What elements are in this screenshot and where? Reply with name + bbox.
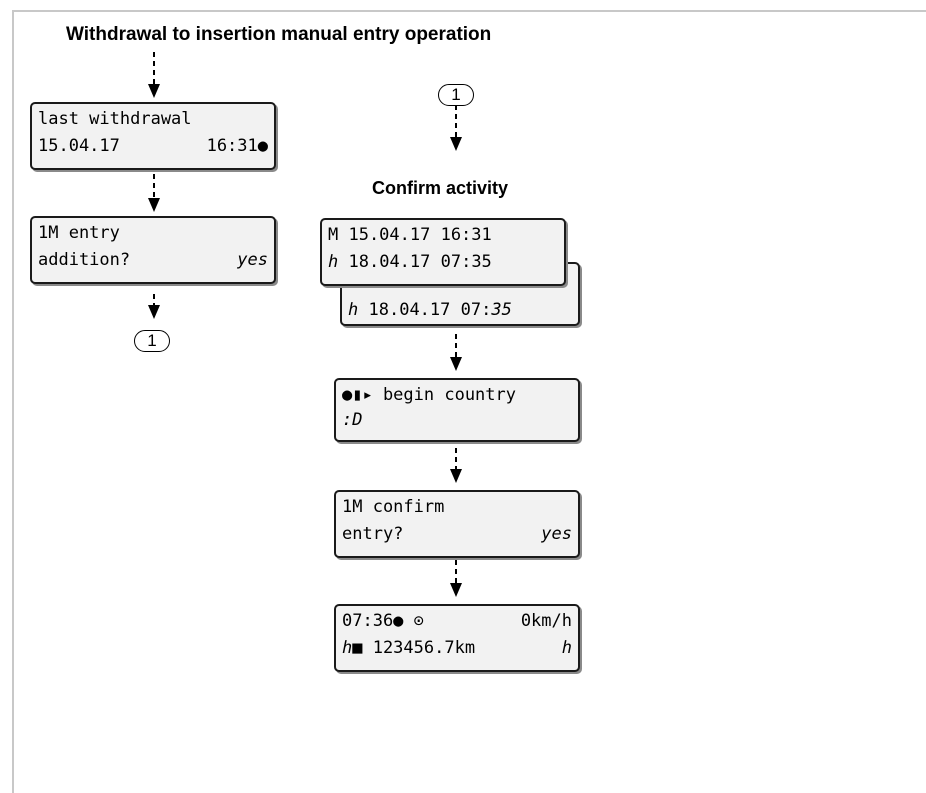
- confirm-activity-title: Confirm activity: [372, 178, 509, 198]
- display-line-1: last withdrawal: [38, 109, 192, 129]
- arrowhead-5: [450, 357, 462, 371]
- withdrawal-time: 16:31●: [206, 136, 268, 156]
- display-standard: 07:36● ⊙ 0km/h ℎ■ 123456.7km ℎ: [334, 604, 580, 672]
- yes-option: yes: [541, 524, 572, 544]
- arrowhead-3: [148, 305, 160, 319]
- arrowhead-2: [148, 198, 160, 212]
- display-begin-country: ●▮▸ begin country :D: [334, 378, 580, 442]
- addition-question: addition?: [38, 250, 131, 270]
- diagram-title: Withdrawal to insertion manual entry ope…: [66, 24, 492, 45]
- arrowhead-4: [450, 137, 462, 151]
- rest-icon: ℎ: [328, 252, 339, 272]
- connector-1-bottom: 1: [134, 330, 170, 352]
- time-and-ferry-status: 07:36● ⊙: [342, 611, 424, 631]
- display-line-1: 1M confirm: [342, 497, 445, 517]
- end-datetime: 18.04.17 07:35: [348, 252, 492, 272]
- confirm-question: entry?: [342, 524, 404, 544]
- frame-left-border: [12, 10, 14, 793]
- arrowhead-7: [450, 583, 462, 597]
- end-datetime: 18.04.17 07:: [368, 300, 492, 320]
- odometer-readout: ℎ■ 123456.7km: [342, 638, 476, 658]
- display-line-1: 1M entry: [38, 223, 120, 243]
- frame-top-border: [12, 10, 926, 12]
- display-entry-addition: 1M entry addition? yes: [30, 216, 276, 284]
- connector-1-top: 1: [438, 84, 474, 106]
- arrowhead-6: [450, 469, 462, 483]
- display-confirm-front: M 15.04.17 16:31 ℎ 18.04.17 07:35: [320, 218, 566, 286]
- minute-field: 35: [491, 300, 512, 320]
- yes-option: yes: [237, 250, 268, 270]
- begin-country-label: ●▮▸ begin country: [342, 385, 516, 405]
- speed-readout: 0km/h: [520, 611, 572, 631]
- arrowhead-1: [148, 84, 160, 98]
- display-line-1: M 15.04.17 16:31: [328, 225, 492, 245]
- display-confirm-entry: 1M confirm entry? yes: [334, 490, 580, 558]
- rest-icon: ℎ: [348, 300, 359, 320]
- withdrawal-date: 15.04.17: [38, 136, 120, 156]
- display-last-withdrawal: last withdrawal 15.04.17 16:31●: [30, 102, 276, 170]
- country-code: :D: [342, 410, 363, 430]
- rest-icon: ℎ: [561, 638, 572, 658]
